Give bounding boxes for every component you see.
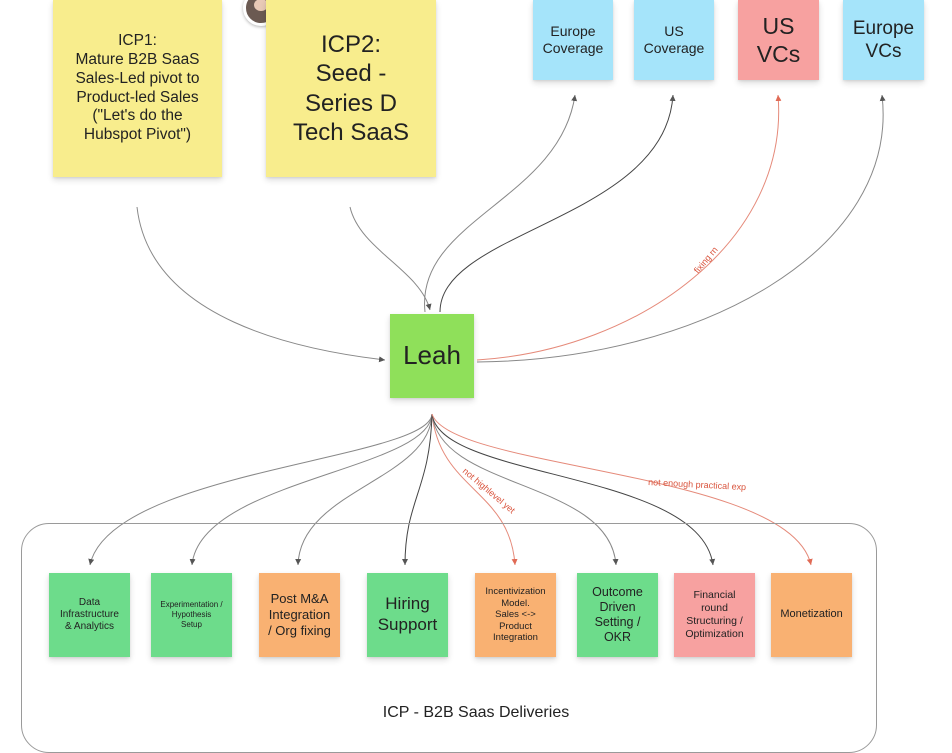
note-incentivization[interactable]: Incentivization Model. Sales <-> Product… <box>475 573 556 657</box>
edge-leah-europe-vcs <box>476 94 886 363</box>
note-monetization[interactable]: Monetization <box>771 573 852 657</box>
note-hiring-support-text: Hiring Support <box>377 594 438 634</box>
note-financial-round[interactable]: Financial round Structuring / Optimizati… <box>674 573 755 657</box>
note-icp1[interactable]: ICP1: Mature B2B SaaS Sales-Led pivot to… <box>53 0 279 177</box>
edge-label-not-highlevel: not highlevel yet <box>461 466 518 516</box>
edge-leah-us-vcs <box>476 94 782 361</box>
note-europe-coverage[interactable]: Europe Coverage <box>533 0 613 80</box>
edge-leah-europe-coverage <box>424 94 578 313</box>
edge-leah-incentivization <box>431 413 518 566</box>
edge-leah-monetization <box>431 413 813 566</box>
edge-leah-outcome <box>431 413 619 566</box>
note-icp2-text: ICP2: Seed - Series D Tech SaaS <box>292 30 410 146</box>
note-us-coverage[interactable]: US Coverage <box>634 0 714 80</box>
edge-leah-post-ma <box>295 413 433 566</box>
note-experimentation[interactable]: Experimentation / Hypothesis Setup <box>151 573 232 657</box>
note-us-vcs-text: US VCs <box>756 12 801 67</box>
note-leah[interactable]: Leah <box>390 314 474 398</box>
note-icp2[interactable]: ICP2: Seed - Series D Tech SaaS <box>266 0 436 177</box>
edge-leah-hiring <box>402 413 433 566</box>
note-outcome-driven-text: Outcome Driven Setting / OKR <box>592 584 643 645</box>
note-leah-text: Leah <box>403 340 461 371</box>
note-data-infrastructure[interactable]: Data Infrastructure & Analytics <box>49 573 130 657</box>
connector-layer: fixing rn not highlevel yet not enough p… <box>88 94 886 566</box>
note-incentivization-text: Incentivization Model. Sales <-> Product… <box>485 586 546 644</box>
frame-title: ICP - B2B Saas Deliveries <box>382 704 570 721</box>
note-hiring-support[interactable]: Hiring Support <box>367 573 448 657</box>
note-europe-coverage-text: Europe Coverage <box>542 22 604 56</box>
edge-leah-financial <box>431 413 716 566</box>
note-us-coverage-text: US Coverage <box>643 22 705 56</box>
note-experimentation-text: Experimentation / Hypothesis Setup <box>160 600 223 629</box>
note-us-vcs[interactable]: US VCs <box>738 0 819 80</box>
note-financial-round-text: Financial round Structuring / Optimizati… <box>685 589 744 640</box>
edge-leah-us-coverage <box>439 94 676 313</box>
edge-label-fixing: fixing rn <box>692 245 720 276</box>
note-data-infrastructure-text: Data Infrastructure & Analytics <box>60 596 119 633</box>
note-europe-vcs-text: Europe VCs <box>852 17 915 62</box>
edge-label-not-enough: not enough practical exp <box>648 477 746 492</box>
edge-icp1-leah <box>136 206 386 363</box>
note-post-ma-text: Post M&A Integration / Org fixing <box>268 591 331 638</box>
note-monetization-text: Monetization <box>780 608 843 621</box>
edge-leah-experimentation <box>189 413 433 566</box>
note-post-ma[interactable]: Post M&A Integration / Org fixing <box>259 573 340 657</box>
edge-leah-data-infra <box>88 413 433 566</box>
edge-icp2-leah <box>349 206 432 311</box>
note-icp1-text: ICP1: Mature B2B SaaS Sales-Led pivot to… <box>75 31 200 144</box>
note-outcome-driven[interactable]: Outcome Driven Setting / OKR <box>577 573 658 657</box>
note-europe-vcs[interactable]: Europe VCs <box>843 0 924 80</box>
